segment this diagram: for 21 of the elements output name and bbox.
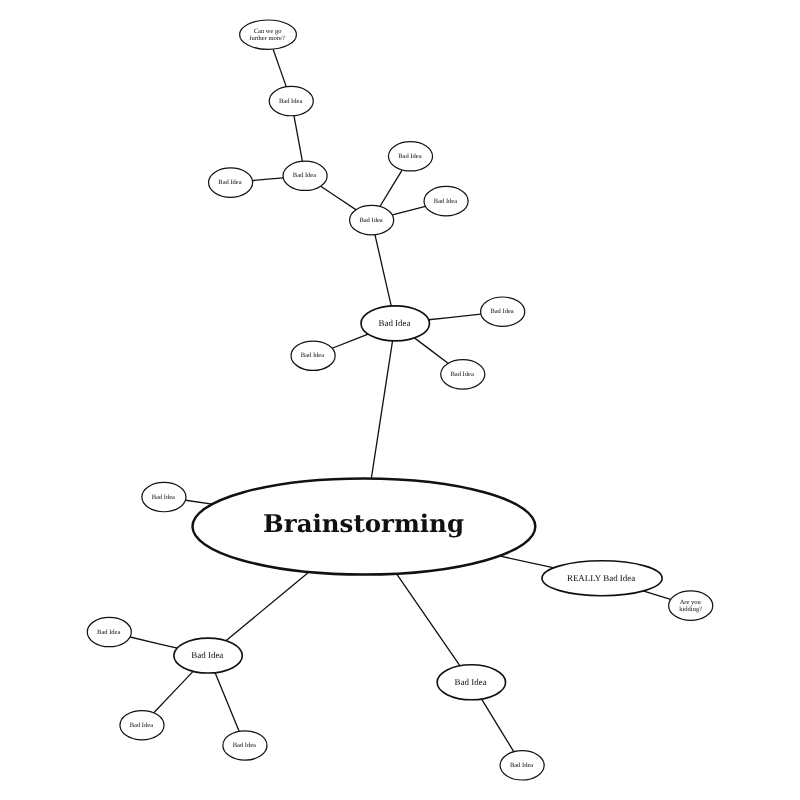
connector xyxy=(331,333,369,349)
connector xyxy=(642,590,672,601)
connector xyxy=(395,573,461,667)
connector xyxy=(252,177,284,182)
connector xyxy=(379,169,403,207)
connector xyxy=(320,185,357,211)
connector xyxy=(184,499,213,505)
connector xyxy=(480,698,515,753)
connector xyxy=(413,337,449,364)
connector xyxy=(129,636,178,649)
connector xyxy=(391,205,427,216)
node-ellipse: Brainstorming xyxy=(191,477,537,576)
connector xyxy=(428,313,482,321)
connector xyxy=(214,672,240,732)
connector xyxy=(272,48,287,88)
connector xyxy=(370,340,394,480)
connector xyxy=(498,555,555,569)
connector xyxy=(293,115,303,162)
connector xyxy=(153,670,194,714)
connector xyxy=(225,571,310,642)
connector xyxy=(374,234,392,307)
